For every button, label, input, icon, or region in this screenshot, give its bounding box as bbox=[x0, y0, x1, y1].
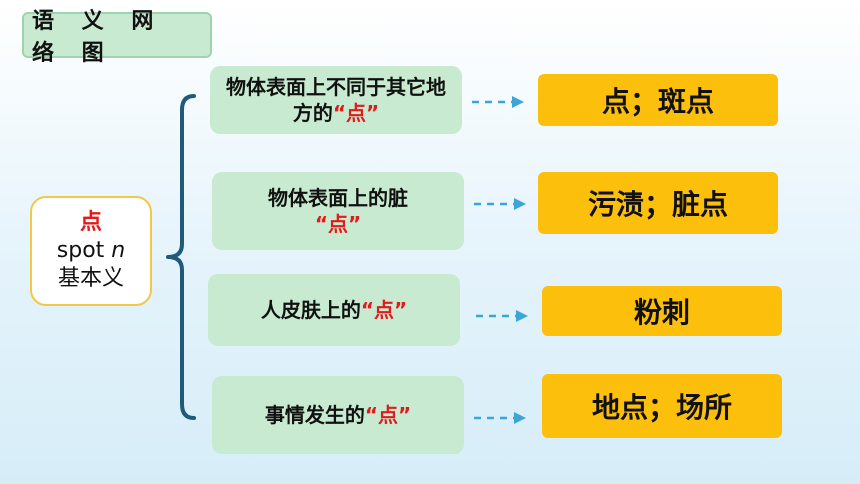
sense-text-1: 物体表面上不同于其它地方的“点” bbox=[226, 75, 446, 125]
answer-box-2: 污渍；脏点 bbox=[538, 172, 778, 234]
core-label: 基本义 bbox=[57, 266, 124, 291]
sense-box-1: 物体表面上不同于其它地方的“点” bbox=[210, 66, 462, 134]
core-english: spot n bbox=[57, 237, 125, 265]
sense-highlight-1: “点” bbox=[332, 101, 380, 125]
arrow-1 bbox=[472, 96, 524, 108]
brace-connector bbox=[166, 94, 196, 420]
answer-box-3: 粉刺 bbox=[542, 286, 782, 336]
sense-box-4: 事情发生的“点” bbox=[212, 376, 464, 454]
sense-highlight-2: “点” bbox=[314, 212, 362, 236]
arrow-4 bbox=[474, 412, 526, 424]
arrow-3 bbox=[476, 310, 528, 322]
core-word-box: 点 spot n 基本义 bbox=[30, 196, 152, 306]
diagram-title: 语 义 网 络 图 bbox=[22, 9, 212, 66]
sense-text-4: 事情发生的“点” bbox=[264, 403, 412, 427]
sense-text-2: 物体表面上的脏“点” bbox=[268, 186, 408, 236]
sense-highlight-4: “点” bbox=[364, 403, 412, 427]
sense-box-3: 人皮肤上的“点” bbox=[208, 274, 460, 346]
answer-box-4: 地点；场所 bbox=[542, 374, 782, 438]
answer-box-1: 点；斑点 bbox=[538, 74, 778, 126]
sense-highlight-3: “点” bbox=[360, 298, 408, 322]
core-word: spot bbox=[56, 238, 105, 263]
core-hanzi: 点 bbox=[79, 210, 102, 235]
sense-box-2: 物体表面上的脏“点” bbox=[212, 172, 464, 250]
arrow-2 bbox=[474, 198, 526, 210]
core-pos: n bbox=[111, 238, 126, 263]
sense-text-3: 人皮肤上的“点” bbox=[260, 298, 408, 322]
